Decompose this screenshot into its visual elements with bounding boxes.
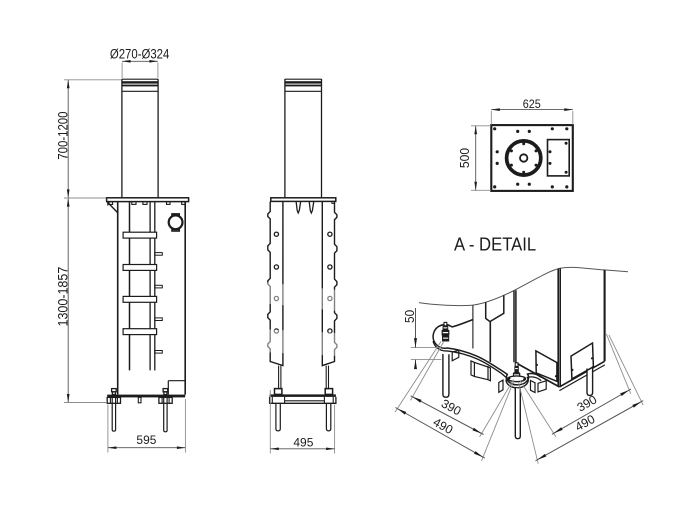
svg-text:Ø270-Ø324: Ø270-Ø324	[110, 47, 170, 62]
svg-text:625: 625	[523, 97, 541, 111]
svg-text:A - DETAIL: A - DETAIL	[454, 234, 536, 254]
svg-text:1300-1857: 1300-1857	[55, 267, 70, 327]
svg-text:700-1200: 700-1200	[55, 112, 70, 160]
svg-text:50: 50	[402, 310, 417, 323]
svg-text:500: 500	[457, 148, 472, 168]
svg-text:495: 495	[293, 436, 313, 449]
svg-text:595: 595	[136, 434, 156, 447]
